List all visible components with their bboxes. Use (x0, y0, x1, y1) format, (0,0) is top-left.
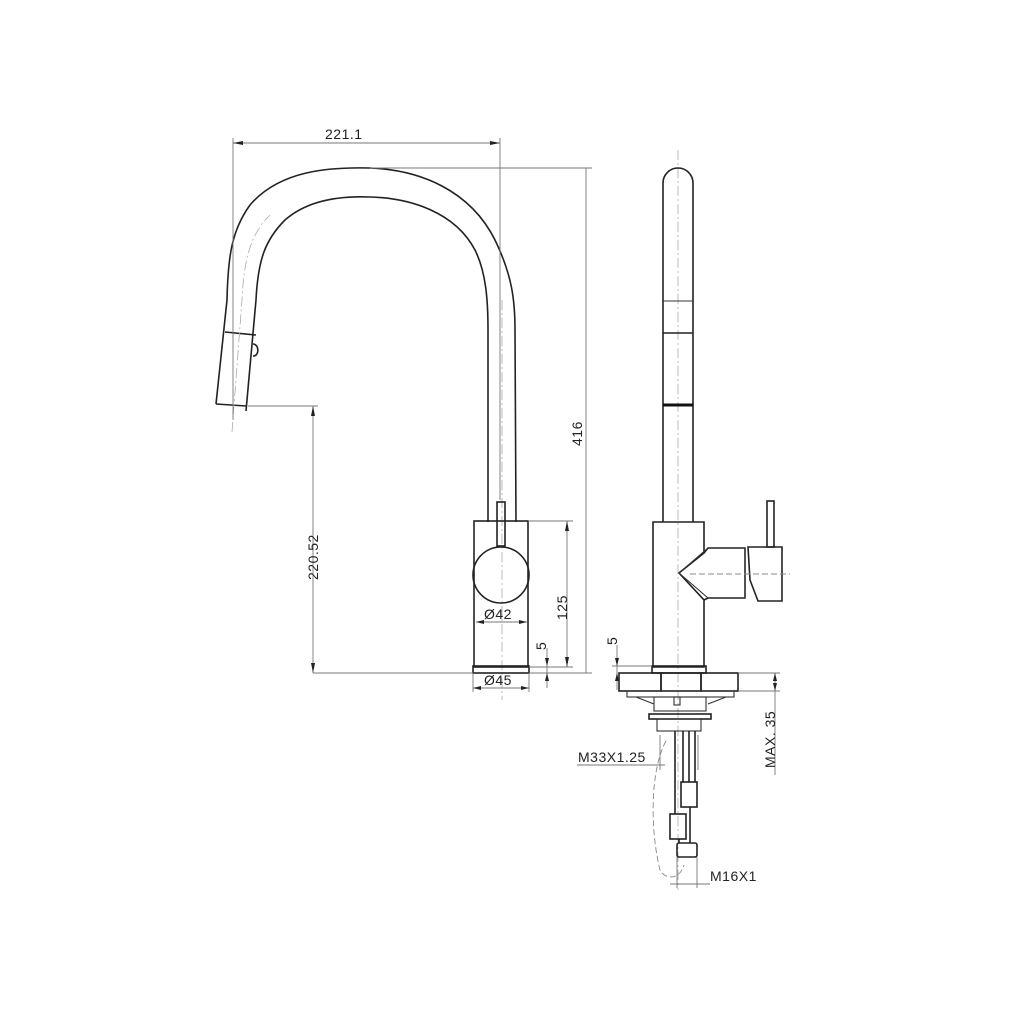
hose-thread-label: M16X1 (710, 868, 757, 884)
spray-head-outlet (215, 403, 247, 407)
body-height-label: 125 (554, 595, 570, 620)
side-view: 5 MAX. 35 M33X1.25 M16X1 (577, 150, 790, 890)
base-ring-side-label: 5 (604, 637, 620, 645)
supply-hoses (652, 731, 698, 878)
mixer-body (473, 520, 529, 668)
mounting-thread-label: M33X1.25 (578, 749, 646, 765)
dimension-outlet-height: 220.52 (248, 405, 473, 674)
dimension-body-height: 125 (528, 520, 573, 668)
dimension-base-diameter: Ø45 (472, 672, 530, 692)
spray-head-joint (224, 331, 257, 336)
spout-reach-label: 221.1 (325, 126, 363, 142)
dimension-base-ring-side: 5 (604, 637, 652, 690)
spout-outer-contour (215, 167, 517, 523)
dimension-overall-height: 416 (370, 167, 592, 674)
dimension-mounting-thread: M33X1.25 (577, 735, 699, 770)
outlet-height-label: 220.52 (305, 534, 321, 580)
max-counter-label: MAX. 35 (762, 711, 778, 768)
handle-lever (496, 501, 506, 547)
front-view: 221.1 416 220.52 125 (215, 126, 592, 700)
handle-knob (472, 546, 530, 604)
spout-inner-contour (245, 196, 489, 522)
overall-height-label: 416 (569, 421, 585, 446)
dimension-spout-reach: 221.1 (232, 126, 501, 500)
dimension-handle-diameter: Ø42 (476, 606, 527, 624)
base-diameter-label: Ø45 (484, 672, 512, 688)
handle-diameter-label: Ø42 (484, 606, 512, 622)
dimension-base-ring-front: 5 (533, 642, 549, 688)
dimension-hose-thread: M16X1 (670, 857, 757, 888)
base-ring-front-label: 5 (533, 642, 549, 650)
countertop-section (618, 672, 739, 732)
mixer-body-side (652, 521, 705, 668)
handle-lever-side (766, 500, 775, 548)
base-ring (472, 665, 530, 674)
spout-tube-side (662, 167, 694, 522)
spray-button-icon (252, 343, 259, 357)
handle-side (747, 546, 783, 602)
dimension-max-counter: MAX. 35 (738, 672, 780, 775)
